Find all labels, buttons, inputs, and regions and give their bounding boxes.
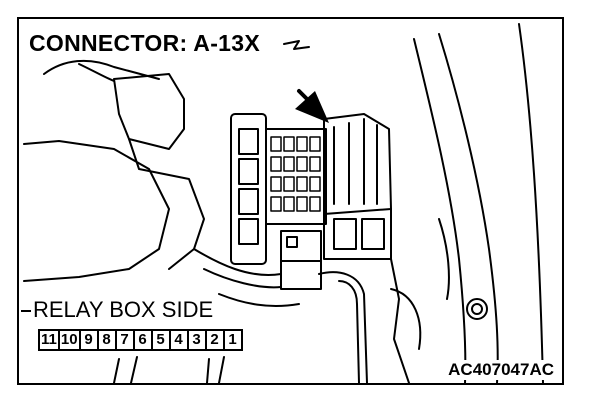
pin-cell: 4 bbox=[171, 331, 189, 349]
pin-cell: 1 bbox=[228, 331, 237, 348]
body-pillar-inner bbox=[413, 38, 467, 383]
wire-harness-top bbox=[43, 59, 160, 80]
pin-cell: 3 bbox=[189, 331, 207, 349]
pin-cell: 11 bbox=[40, 331, 60, 349]
pin-cell: 10 bbox=[60, 331, 81, 349]
mounting-bolt bbox=[466, 298, 488, 320]
diagram-frame: CONNECTOR: A-13X RELAY BOX SIDE 11 10 9 … bbox=[17, 17, 564, 385]
body-edge-line bbox=[518, 23, 544, 383]
pin-cell: 8 bbox=[99, 331, 117, 349]
pin-cell: 2 bbox=[207, 331, 225, 349]
figure-code: AC407047AC bbox=[446, 360, 556, 380]
body-pillar-outline bbox=[438, 33, 499, 383]
connector-pin-layout: 11 10 9 8 7 6 5 4 3 2 1 bbox=[38, 329, 243, 351]
pin-cell: 5 bbox=[153, 331, 171, 349]
left-bracket bbox=[113, 73, 185, 150]
relay-box-illustration bbox=[23, 23, 544, 383]
relay-box-side-label: RELAY BOX SIDE bbox=[21, 297, 217, 322]
connector-title: CONNECTOR: A-13X bbox=[27, 30, 262, 56]
fuse-panel bbox=[265, 128, 327, 225]
pin-cell: 9 bbox=[81, 331, 99, 349]
pin-cell: 6 bbox=[135, 331, 153, 349]
relay-box-side-text: RELAY BOX SIDE bbox=[33, 297, 214, 322]
leader-line bbox=[21, 310, 31, 313]
pin-cell: 7 bbox=[117, 331, 135, 349]
relay-box-body bbox=[323, 113, 392, 215]
connector-housing bbox=[280, 230, 322, 262]
